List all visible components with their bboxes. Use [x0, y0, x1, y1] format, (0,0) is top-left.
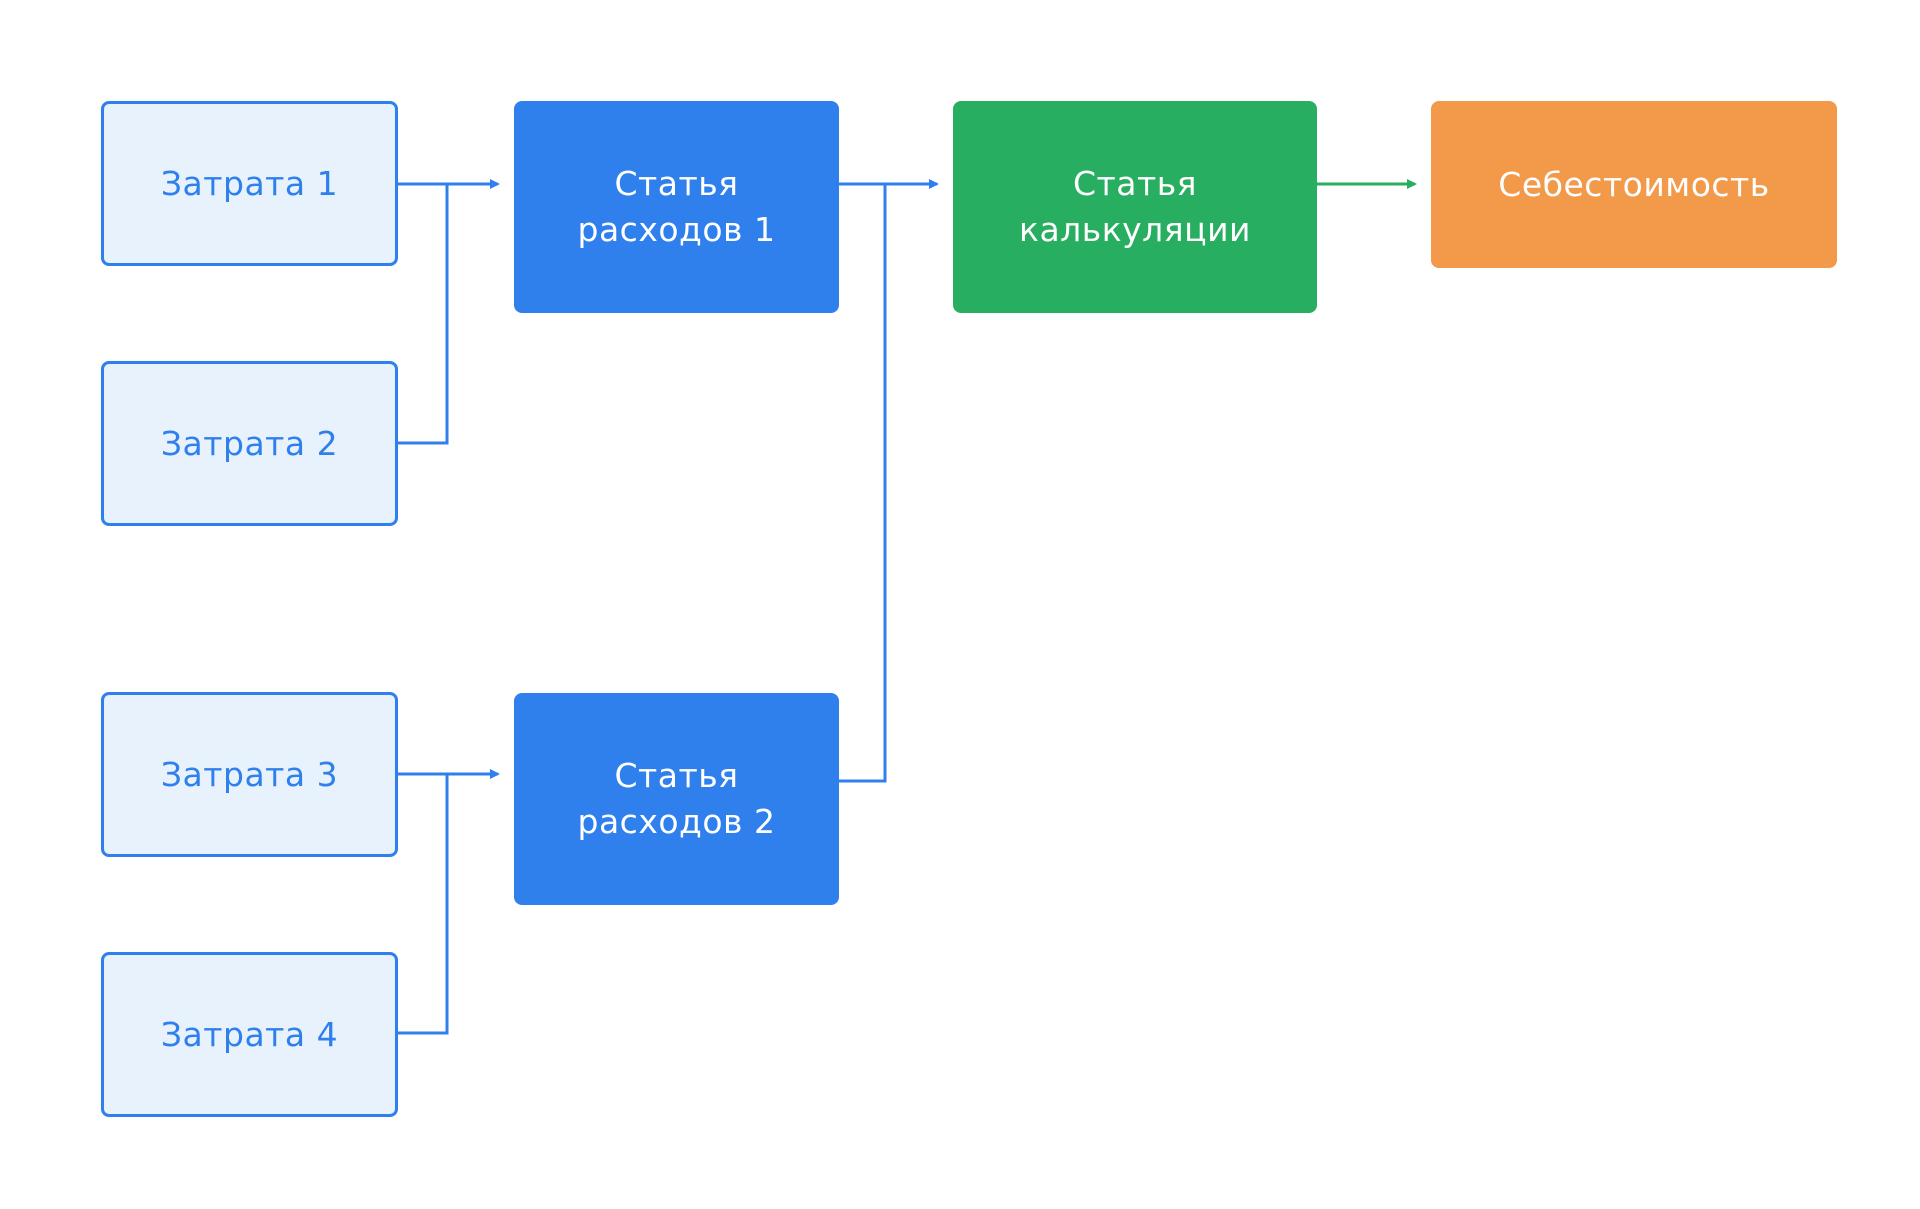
- node-cost-4: Затрата 4: [101, 952, 398, 1117]
- node-cost-2: Затрата 2: [101, 361, 398, 526]
- node-expense-1: Статья расходов 1: [514, 101, 839, 313]
- node-cost-2-label: Затрата 2: [160, 423, 339, 463]
- node-cost-1: Затрата 1: [101, 101, 398, 266]
- connector-expense2-to-calc: [839, 184, 887, 783]
- node-cost-3: Затрата 3: [101, 692, 398, 857]
- node-cost-4-label: Затрата 4: [160, 1014, 339, 1054]
- node-expense-2-label: Статья расходов 2: [577, 756, 776, 841]
- node-cost-3-label: Затрата 3: [160, 754, 339, 794]
- node-result: Себестоимость: [1431, 101, 1837, 268]
- connector-cost2-to-expense1: [398, 184, 449, 445]
- node-cost-1-label: Затрата 1: [160, 163, 339, 203]
- node-calculation: Статья калькуляции: [953, 101, 1317, 313]
- connector-cost4-to-expense2: [398, 774, 449, 1035]
- node-calculation-label: Статья калькуляции: [1019, 164, 1251, 249]
- node-result-label: Себестоимость: [1498, 164, 1770, 204]
- node-expense-2: Статья расходов 2: [514, 693, 839, 905]
- node-expense-1-label: Статья расходов 1: [577, 164, 776, 249]
